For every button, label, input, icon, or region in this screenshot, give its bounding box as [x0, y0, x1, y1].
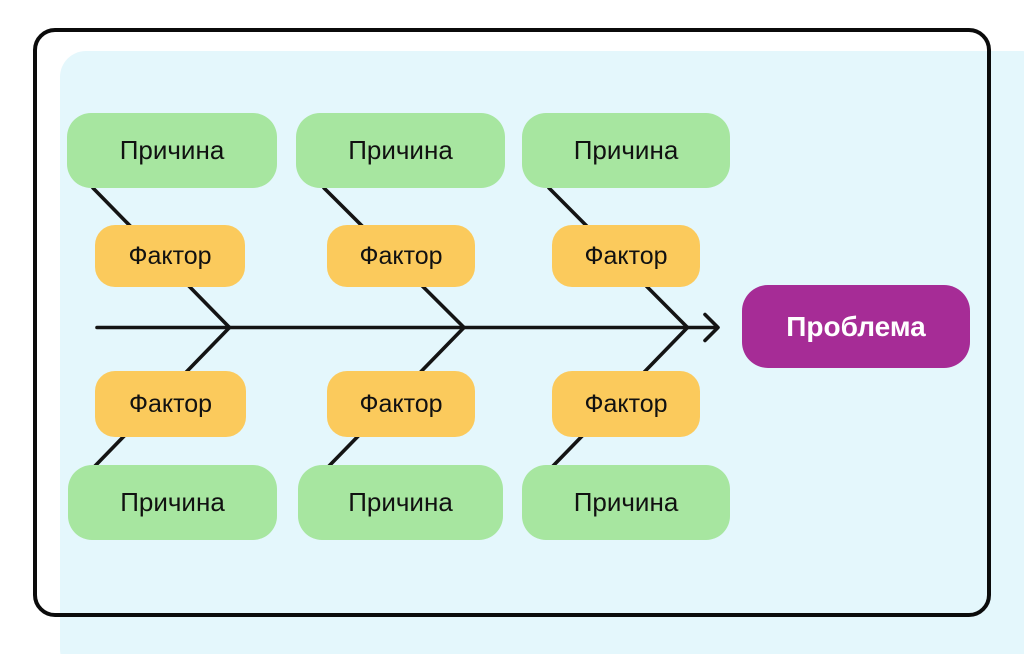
- factor-node-top-1: Фактор: [95, 225, 245, 287]
- frame-border: [33, 28, 991, 617]
- cause-node-top-2: Причина: [296, 113, 505, 188]
- factor-node-bottom-1: Фактор: [95, 371, 246, 437]
- factor-node-top-2: Фактор: [327, 225, 475, 287]
- problem-node: Проблема: [742, 285, 970, 368]
- cause-node-bottom-3: Причина: [522, 465, 730, 540]
- spine-arrowhead-icon: [703, 312, 720, 343]
- factor-node-bottom-3: Фактор: [552, 371, 700, 437]
- factor-node-bottom-2: Фактор: [327, 371, 475, 437]
- factor-node-top-3: Фактор: [552, 225, 700, 287]
- cause-node-top-3: Причина: [522, 113, 730, 188]
- cause-node-bottom-1: Причина: [68, 465, 277, 540]
- cause-node-bottom-2: Причина: [298, 465, 503, 540]
- cause-node-top-1: Причина: [67, 113, 277, 188]
